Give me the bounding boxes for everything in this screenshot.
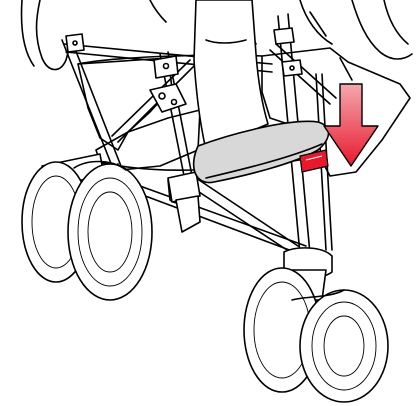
press-down-arrow-icon [323,83,379,167]
front-left-wheel [21,153,153,301]
foot-on-brake [192,0,330,184]
shoe [192,120,330,184]
rear-right-wheel [243,267,389,403]
brake-pedal [299,149,329,173]
